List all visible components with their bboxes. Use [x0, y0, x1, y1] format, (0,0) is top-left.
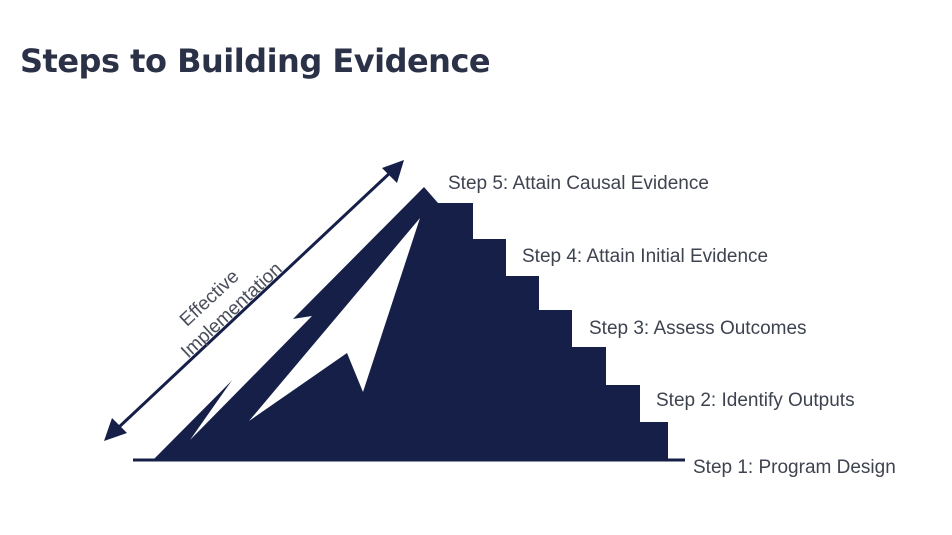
- path-cutout-right: [249, 218, 420, 421]
- path-cutout-left: [190, 316, 312, 440]
- step-2-label: Step 2: Identify Outputs: [656, 390, 855, 411]
- step-5-label: Step 5: Attain Causal Evidence: [448, 173, 709, 194]
- effective-implementation-arrow: [104, 160, 404, 441]
- step-4-label: Step 4: Attain Initial Evidence: [522, 246, 769, 267]
- page-title: Steps to Building Evidence: [20, 42, 491, 80]
- arrow-head-down-icon: [104, 418, 127, 441]
- arrow-head-up-icon: [382, 160, 404, 183]
- step-1-label: Step 1: Program Design: [693, 457, 896, 478]
- step-3-label: Step 3: Assess Outcomes: [589, 318, 807, 339]
